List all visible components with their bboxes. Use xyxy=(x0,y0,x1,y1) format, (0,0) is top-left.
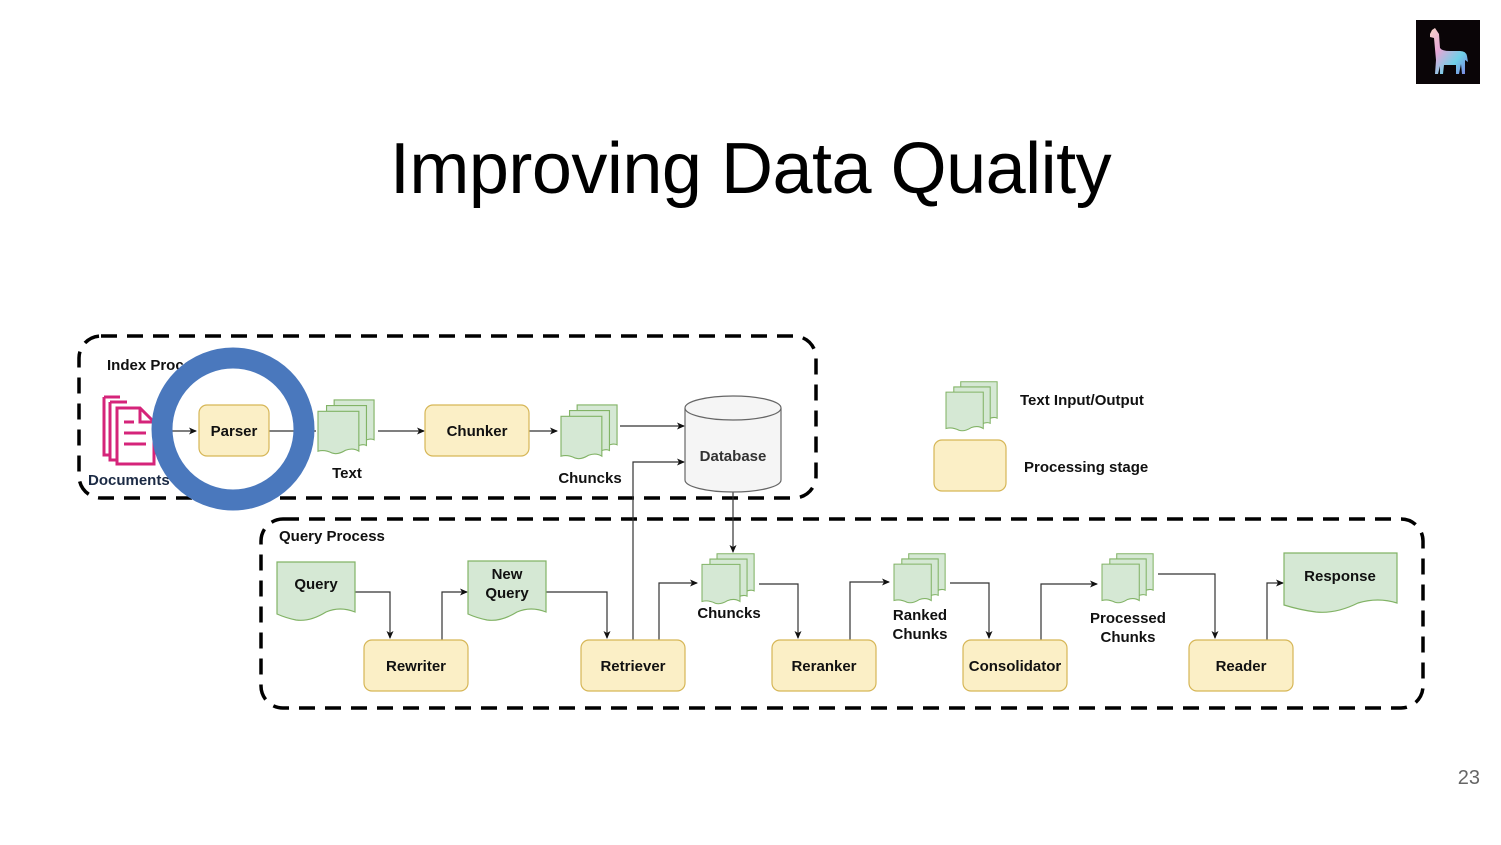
rewriter-label: Rewriter xyxy=(386,658,446,675)
edge-rewriter-newquery xyxy=(441,588,468,640)
legend-text-io-label: Text Input/Output xyxy=(1020,392,1144,409)
documents-icon xyxy=(102,395,156,466)
ranked-chunks-label-line1: Ranked xyxy=(893,607,947,624)
query-label: Query xyxy=(294,576,338,593)
chunker-label: Chunker xyxy=(447,423,508,440)
rewriter-node[interactable]: Rewriter xyxy=(363,639,469,692)
database-node[interactable]: Database xyxy=(684,395,782,493)
database-label: Database xyxy=(700,448,767,465)
parser-node[interactable]: Parser xyxy=(198,404,270,457)
query-process-group xyxy=(259,517,1425,710)
processed-chunks-doc-icon xyxy=(1101,553,1154,604)
chunker-node[interactable]: Chunker xyxy=(424,404,530,457)
legend-processing-swatch xyxy=(933,439,1007,492)
edge-retriever-database xyxy=(632,458,685,640)
consolidator-label: Consolidator xyxy=(969,658,1062,675)
index-chunks-label: Chuncks xyxy=(558,470,621,487)
retriever-label: Retriever xyxy=(600,658,665,675)
edge-reader-response xyxy=(1266,579,1284,640)
ranked-chunks-label-line2: Chunks xyxy=(892,626,947,643)
ranked-chunks-doc-icon xyxy=(893,553,946,604)
edge-chunks-reranker xyxy=(759,583,802,639)
query-node[interactable]: Query xyxy=(276,561,356,621)
edge-ranked-consolidator xyxy=(950,582,993,639)
processed-chunks-label-line2: Chunks xyxy=(1100,629,1155,646)
page-number: 23 xyxy=(1457,767,1480,789)
processed-chunks-label-line1: Processed xyxy=(1090,610,1166,627)
response-node[interactable]: Response xyxy=(1283,552,1398,613)
retriever-node[interactable]: Retriever xyxy=(580,639,686,692)
edge-query-rewriter xyxy=(355,591,394,639)
new-query-node[interactable]: New Query xyxy=(467,560,547,621)
new-query-label-line1: New xyxy=(492,566,523,583)
parser-highlight-ring xyxy=(151,347,315,511)
edge-consolidator-processed xyxy=(1040,580,1098,640)
edge-retriever-chunks xyxy=(658,579,698,640)
text-doc-icon xyxy=(317,399,375,455)
parser-label: Parser xyxy=(211,423,258,440)
index-chunks-doc-icon xyxy=(560,404,618,460)
legend-processing-label: Processing stage xyxy=(1024,459,1148,476)
query-chunks-doc-icon xyxy=(701,553,755,605)
query-chunks-label: Chuncks xyxy=(697,605,760,622)
reader-label: Reader xyxy=(1216,658,1267,675)
slide-title: Improving Data Quality xyxy=(389,129,1112,209)
legend-text-io-icon xyxy=(945,381,998,432)
consolidator-node[interactable]: Consolidator xyxy=(962,639,1068,692)
reader-node[interactable]: Reader xyxy=(1188,639,1294,692)
documents-label: Documents xyxy=(88,472,170,489)
reranker-label: Reranker xyxy=(791,658,856,675)
edge-processed-reader xyxy=(1158,573,1219,639)
edge-reranker-ranked xyxy=(849,578,890,640)
llama-logo-icon xyxy=(1416,20,1480,84)
new-query-label-line2: Query xyxy=(485,585,529,602)
text-label: Text xyxy=(332,465,362,482)
query-process-label: Query Process xyxy=(279,528,385,545)
reranker-node[interactable]: Reranker xyxy=(771,639,877,692)
index-process-group xyxy=(77,334,818,500)
response-label: Response xyxy=(1304,568,1376,585)
edge-newquery-retriever xyxy=(546,591,611,639)
